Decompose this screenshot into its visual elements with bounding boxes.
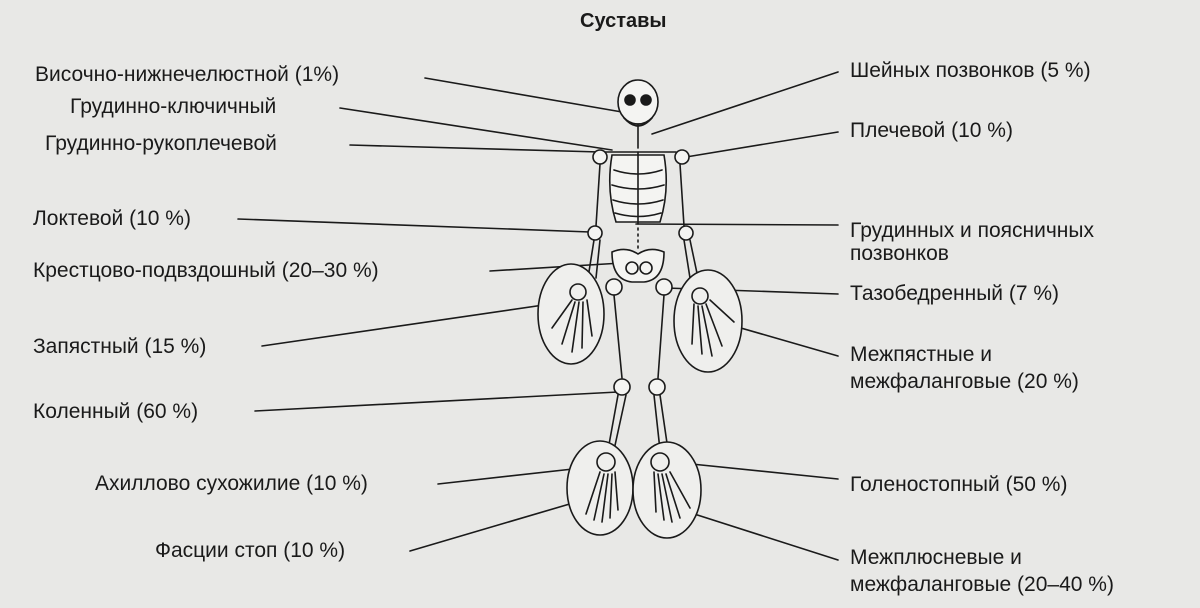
label-plantar-fascia: Фасции стоп (10 %): [155, 539, 346, 562]
leader-line: [424, 77, 623, 113]
leader-line: [349, 144, 601, 153]
leader-line: [651, 71, 839, 135]
label-knee: Коленный (60 %): [33, 400, 199, 423]
label-wrist: Запястный (15 %): [33, 335, 207, 358]
label-mcp-line1: Межпястные и: [850, 343, 993, 366]
label-sacroiliac: Крестцово-подвздошный (20–30 %): [33, 259, 379, 282]
label-thoracic-lumbar-line2: позвонков: [850, 242, 949, 265]
label-hip: Тазобедренный (7 %): [850, 282, 1060, 305]
label-ankle: Голеностопный (50 %): [850, 473, 1068, 496]
label-thoracic-lumbar-line1: Грудинных и поясничных: [850, 219, 1094, 242]
label-mcp-line2: межфаланговые (20 %): [850, 370, 1079, 393]
leader-line: [261, 299, 579, 347]
label-sternoclavicular: Грудинно-ключичный: [70, 95, 277, 118]
leader-line: [339, 107, 613, 151]
label-elbow: Локтевой (10 %): [33, 207, 191, 230]
leader-line: [685, 131, 839, 158]
label-temporomandibular: Височно-нижнечелюстной (1%): [35, 63, 340, 86]
label-shoulder: Плечевой (10 %): [850, 119, 1013, 142]
label-mtp-line1: Межплюсневые и: [850, 546, 1022, 569]
leader-line: [687, 511, 839, 561]
leader-line: [635, 223, 839, 226]
leader-line: [254, 391, 619, 412]
leader-line: [409, 497, 591, 552]
leader-line: [671, 461, 839, 480]
label-sternomanubrial: Грудинно-рукоплечевой: [45, 132, 277, 155]
leader-line: [237, 218, 591, 233]
diagram-title: Суставы: [580, 10, 667, 32]
label-achilles: Ахиллово сухожилие (10 %): [95, 472, 368, 495]
label-mtp-line2: межфаланговые (20–40 %): [850, 573, 1114, 596]
label-cervical: Шейных позвонков (5 %): [850, 59, 1091, 82]
